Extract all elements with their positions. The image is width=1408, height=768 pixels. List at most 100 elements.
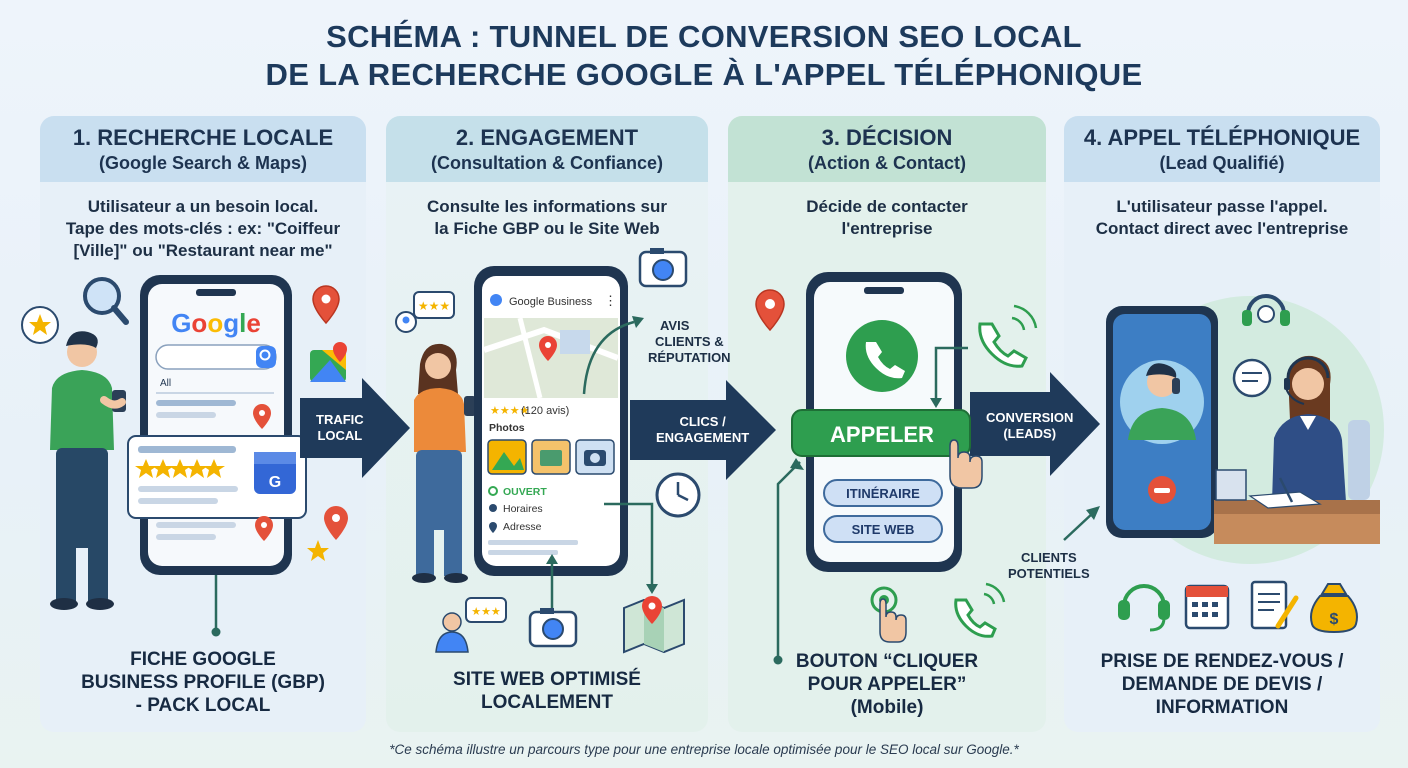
- route-button[interactable]: ITINÉRAIRE: [846, 486, 920, 501]
- call-connector: [934, 346, 968, 400]
- arrow-label-line: (LEADS): [1003, 426, 1057, 441]
- step-result: SITE WEB OPTIMISÉ LOCALEMENT: [386, 668, 708, 714]
- title-line-1: SCHÉMA : TUNNEL DE CONVERSION SEO LOCAL: [326, 19, 1082, 54]
- desc-line: Contact direct avec l'entreprise: [1095, 219, 1349, 238]
- open-status: OUVERT: [503, 486, 547, 498]
- svg-text:$: $: [1330, 611, 1339, 628]
- desc-line: Utilisateur a un besoin local.: [87, 197, 319, 216]
- map-pin-small-icon: [253, 404, 271, 429]
- arrow-label-line: CONVERSION: [986, 410, 1074, 425]
- step-header-4: 4. APPEL TÉLÉPHONIQUE (Lead Qualifié): [1064, 116, 1380, 182]
- arrow-label-trafic: TRAFIC LOCAL: [316, 412, 364, 444]
- address-label: Adresse: [503, 521, 542, 533]
- result-line: FICHE GOOGLE: [130, 649, 276, 670]
- desc-line: la Fiche GBP ou le Site Web: [434, 219, 660, 238]
- prospects-arrow: [1063, 511, 1095, 541]
- camera-icon: [638, 248, 688, 288]
- reviewer-icon: ★★★: [435, 597, 507, 653]
- step-result: PRISE DE RENDEZ-VOUS / DEMANDE DE DEVIS …: [1064, 650, 1380, 719]
- woman-figure: [412, 343, 476, 583]
- man-figure: [50, 331, 126, 610]
- funnel-arrows: [300, 372, 1100, 480]
- desc-line: l'entreprise: [841, 219, 933, 238]
- step-subheading: (Consultation & Confiance): [431, 153, 663, 173]
- map-pin-icon: [324, 506, 348, 540]
- result-line: (Mobile): [850, 697, 924, 718]
- step-result: BOUTON “CLIQUER POUR APPELER” (Mobile): [728, 650, 1046, 719]
- headset-support-icon: [1118, 584, 1170, 632]
- call-button[interactable]: APPELER: [830, 422, 934, 447]
- bottom-connector: [776, 461, 801, 656]
- phone-icon: [954, 582, 1006, 638]
- step-heading: 1. RECHERCHE LOCALE: [72, 125, 334, 150]
- step-header-1: 1. RECHERCHE LOCALE (Google Search & Map…: [40, 116, 366, 182]
- step-description: Décide de contacter l'entreprise: [728, 196, 1046, 240]
- phone-icon: [978, 304, 1038, 368]
- step-heading: 4. APPEL TÉLÉPHONIQUE: [1083, 125, 1361, 150]
- desc-line: Consulte les informations sur: [427, 197, 667, 216]
- tap-hand-icon: [941, 431, 983, 489]
- rating-count: (120 avis): [521, 405, 569, 417]
- result-line: PRISE DE RENDEZ-VOUS /: [1100, 651, 1344, 672]
- map-pin-icon: [312, 285, 340, 325]
- business-header: Google Business: [509, 296, 593, 308]
- map-icon: [623, 596, 685, 654]
- reviews-arrow-head: [632, 316, 644, 328]
- chat-bubble-icon: [1232, 358, 1272, 398]
- maps-icon: [310, 342, 347, 382]
- local-pack-card: G: [127, 435, 307, 519]
- phone-business-profile: ⋮ ★★★★: [474, 266, 628, 576]
- money-bag-icon: $: [1310, 583, 1358, 634]
- photos-label: Photos: [489, 422, 525, 434]
- title-line-2: DE LA RECHERCHE GOOGLE À L'APPEL TÉLÉPHO…: [265, 57, 1143, 92]
- quote-form-icon: [1250, 580, 1299, 630]
- result-line: BOUTON “CLIQUER: [795, 651, 979, 672]
- callout-line: CLIENTS &: [654, 334, 724, 349]
- arrow-label-clics: CLICS / ENGAGEMENT: [656, 414, 749, 446]
- result-line: INFORMATION: [1155, 697, 1289, 718]
- reviews-arrow: [582, 320, 635, 395]
- svg-text:★★★: ★★★: [471, 606, 501, 618]
- page-title: SCHÉMA : TUNNEL DE CONVERSION SEO LOCAL …: [0, 18, 1408, 94]
- callout-line: POTENTIELS: [1008, 566, 1090, 581]
- arrow-conversion: [970, 372, 1100, 476]
- arrow-trafic: [300, 378, 410, 478]
- result-line: LOCALEMENT: [481, 692, 613, 713]
- desc-line: Tape des mots-clés : ex: "Coiffeur: [65, 219, 341, 238]
- desc-line: [Ville]" ou "Restaurant near me": [73, 241, 333, 260]
- map-pin-icon: [755, 289, 785, 332]
- reviews-callout: AVIS CLIENTS & RÉPUTATION: [648, 318, 731, 366]
- step-subheading: (Lead Qualifié): [1159, 153, 1285, 173]
- star-icon: [307, 540, 329, 561]
- site-button[interactable]: SITE WEB: [852, 522, 915, 537]
- svg-text:★★★★: ★★★★: [490, 405, 530, 417]
- headset-icon: [1242, 294, 1290, 326]
- step-result: FICHE GOOGLE BUSINESS PROFILE (GBP) - PA…: [40, 648, 366, 717]
- callout-line: CLIENTS: [1021, 550, 1077, 565]
- tap-hand-icon: [870, 586, 907, 643]
- footnote: *Ce schéma illustre un parcours type pou…: [389, 742, 1019, 757]
- prospects-callout: CLIENTS POTENTIELS: [1008, 550, 1090, 582]
- svg-text:G: G: [269, 474, 281, 491]
- arrow-label-line: ENGAGEMENT: [656, 430, 750, 445]
- arrow-label-conversion: CONVERSION (LEADS): [986, 410, 1073, 442]
- arrow-label-line: TRAFIC: [316, 412, 364, 427]
- step-heading: 2. ENGAGEMENT: [455, 125, 639, 150]
- camera-icon: [528, 608, 578, 648]
- step-description: Consulte les informations sur la Fiche G…: [386, 196, 708, 240]
- calendar-icon: [1184, 584, 1230, 630]
- map-connector: [604, 502, 654, 586]
- star-bubble-icon: [21, 306, 59, 344]
- step-subheading: (Google Search & Maps): [98, 153, 308, 173]
- review-bubble-icon: ★★★: [395, 291, 455, 333]
- result-line: DEMANDE DE DEVIS /: [1121, 674, 1323, 695]
- arrow-label-line: LOCAL: [317, 428, 363, 443]
- step-subheading: (Action & Contact): [808, 153, 966, 173]
- step-header-2: 2. ENGAGEMENT (Consultation & Confiance): [386, 116, 708, 182]
- result-line: POUR APPELER”: [807, 674, 967, 695]
- svg-text:★★★: ★★★: [418, 299, 450, 313]
- arrow-clics: [630, 380, 776, 480]
- connector-dot: [211, 627, 221, 637]
- desc-line: L'utilisateur passe l'appel.: [1116, 197, 1328, 216]
- map-pin-small-icon: [255, 516, 273, 541]
